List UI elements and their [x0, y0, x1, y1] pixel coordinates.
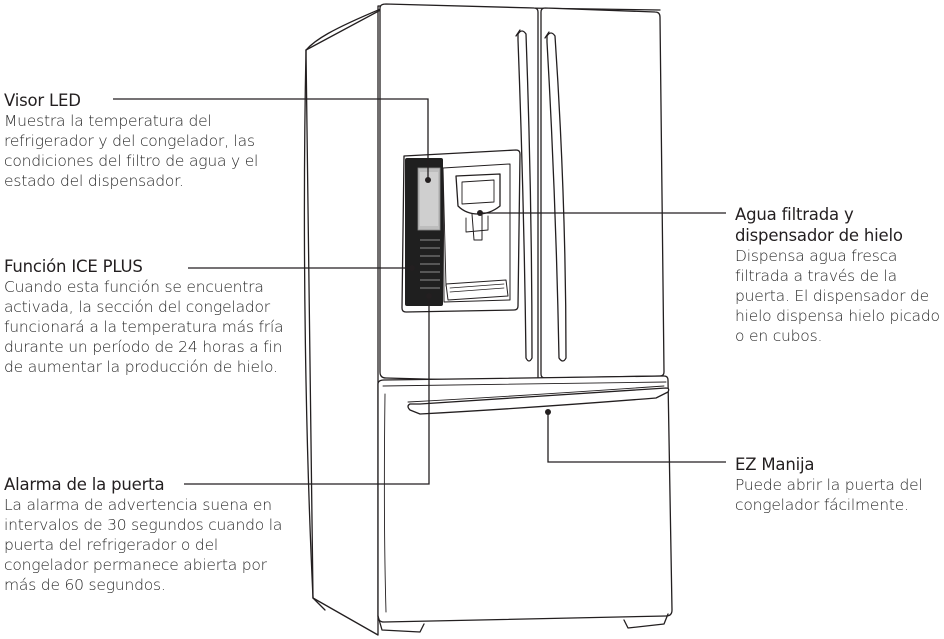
callout-ez-handle: EZ Manija Puede abrir la puerta del cong…: [735, 454, 944, 515]
callout-handle-title: EZ Manija: [735, 455, 815, 474]
right-handle: [546, 32, 567, 362]
freezer-handle: [407, 387, 670, 415]
control-panel: [405, 158, 443, 306]
leader-handle: [547, 412, 726, 463]
callout-water-dispenser: Agua filtrada y dispensador de hielo Dis…: [735, 204, 940, 346]
callout-handle-desc: Puede abrir la puerta del congelador fác…: [735, 476, 923, 514]
leader-led: [113, 98, 429, 178]
callout-led-title: Visor LED: [4, 91, 81, 110]
callout-water-desc: Dispensa agua fresca filtrada a través d…: [735, 247, 940, 345]
callout-alarm-desc: La alarma de advertencia suena en interv…: [4, 496, 283, 594]
callout-door-alarm: Alarma de la puerta La alarma de adverte…: [4, 474, 299, 595]
callout-led-display: Visor LED Muestra la temperatura del ref…: [4, 90, 299, 191]
leader-alarm: [184, 296, 430, 485]
callout-ice-plus-desc: Cuando esta función se encuentra activad…: [4, 278, 284, 376]
callout-alarm-title: Alarma de la puerta: [4, 475, 165, 494]
freezer-drawer: [377, 375, 673, 623]
callout-water-title: Agua filtrada y dispensador de hielo: [735, 205, 903, 245]
left-handle: [517, 30, 533, 362]
callout-led-desc: Muestra la temperatura del refrigerador …: [4, 112, 259, 190]
callout-ice-plus-title: Función ICE PLUS: [4, 257, 143, 276]
cabinet-side: [305, 5, 389, 636]
callout-ice-plus: Función ICE PLUS Cuando esta función se …: [4, 256, 299, 377]
